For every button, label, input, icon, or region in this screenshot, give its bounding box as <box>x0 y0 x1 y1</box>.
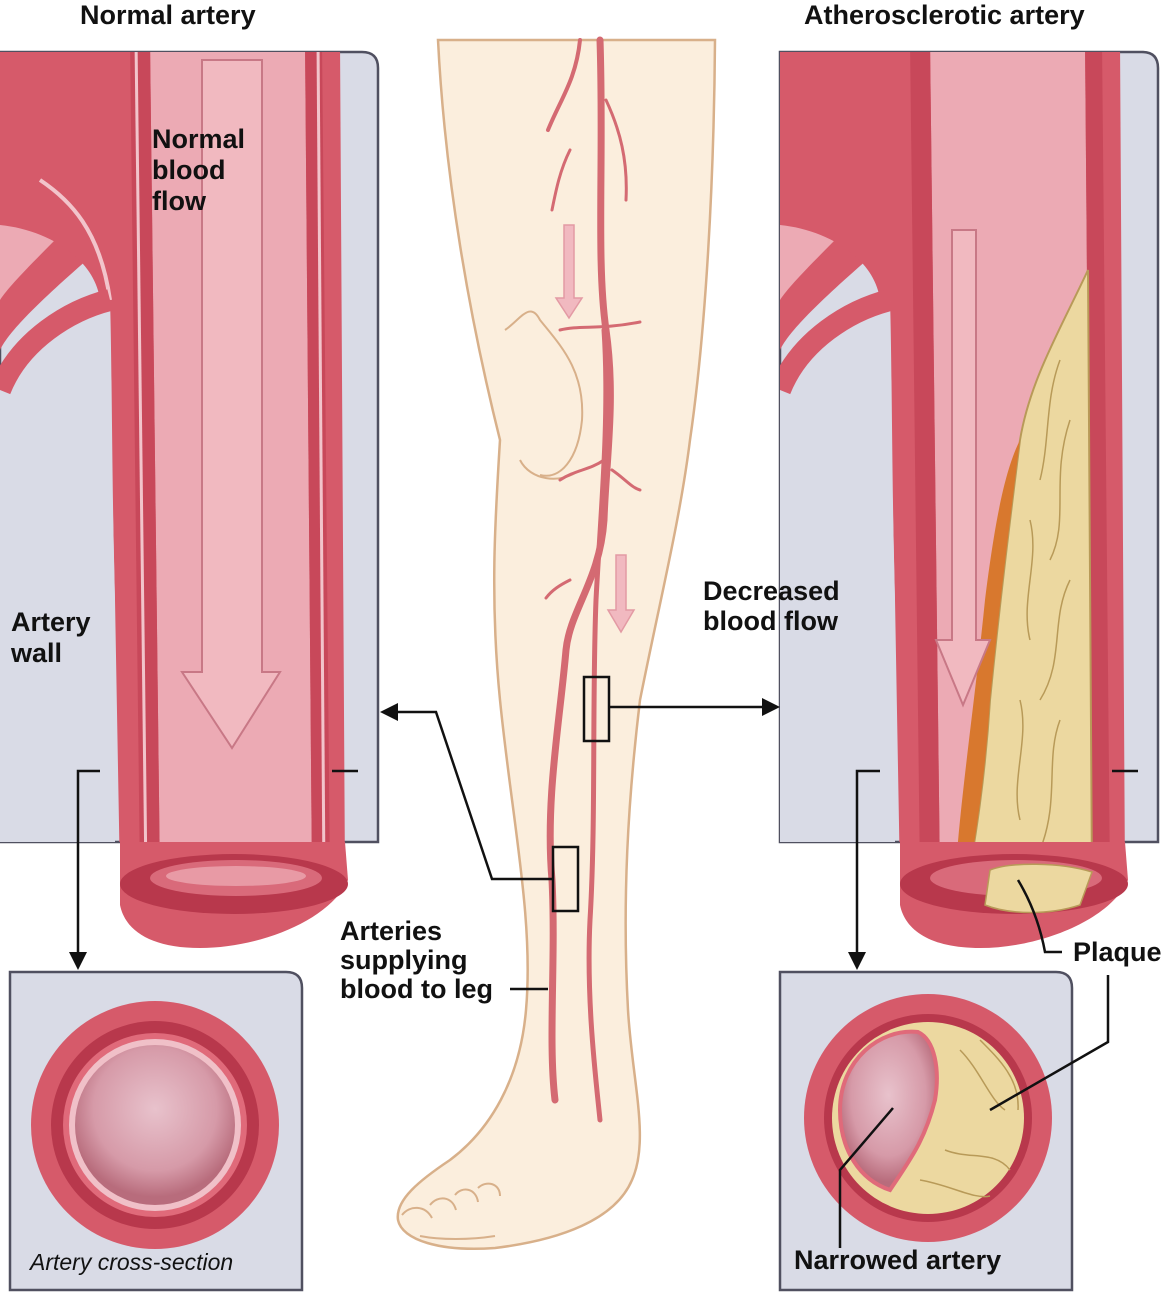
atherosclerotic-artery-title: Atherosclerotic artery <box>804 0 1085 30</box>
narrowed-artery-label: Narrowed artery <box>794 1245 1002 1275</box>
normal-artery-title: Normal artery <box>80 0 256 30</box>
knee-outline <box>504 310 584 477</box>
callout-box-upper <box>582 675 611 743</box>
normal-lumen <box>75 1045 235 1205</box>
leg-illustration <box>396 36 717 1250</box>
decreased-flow-arrow <box>934 229 992 708</box>
normal-flow-arrow <box>180 59 282 750</box>
leg-flow-arrows <box>554 224 636 634</box>
leader-lines <box>76 705 1110 1248</box>
narrowed-lumen <box>837 1029 939 1193</box>
artery-cross-section-label: Artery cross-section <box>30 1249 234 1275</box>
toes <box>401 1182 501 1240</box>
narrowed-cross-section-panel <box>778 970 1074 1292</box>
plaque-label: Plaque <box>1073 937 1162 967</box>
arrowheads <box>69 698 866 970</box>
normal-cross-section-panel <box>8 970 304 1292</box>
leg-silhouette <box>396 38 717 1250</box>
atherosclerotic-artery-panel <box>778 50 1160 948</box>
normal-artery-panel <box>0 50 380 948</box>
